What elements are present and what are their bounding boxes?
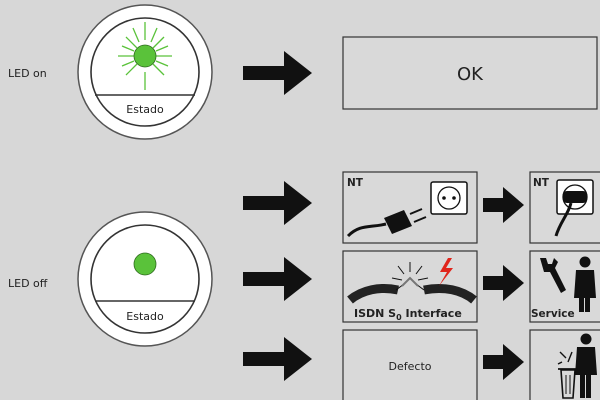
arrow-right-icon [243, 337, 312, 381]
arrow-right-icon [243, 257, 312, 301]
arrow-right-icon [243, 51, 312, 95]
isdn-check-label: ISDN S0 Interface [354, 307, 462, 322]
arrow-right-icon [243, 181, 312, 225]
led-off-indicator: Estado [77, 211, 213, 347]
led-off-label: LED off [8, 277, 48, 290]
led-glow-rays-icon [118, 22, 172, 90]
arrow-right-icon [483, 344, 524, 380]
led-on-indicator: Estado [77, 4, 213, 140]
broken-cable-icon [347, 258, 477, 304]
nt-check-label: NT [347, 177, 364, 189]
arrow-right-icon [483, 265, 524, 301]
defect-label: Defecto [389, 360, 432, 373]
arrow-right-icon [483, 187, 524, 223]
defect-box [342, 329, 478, 400]
led-on-label: LED on [8, 67, 47, 80]
led-inner-ring [90, 224, 200, 334]
plugged-socket-icon [554, 179, 594, 237]
power-plug-icon [346, 181, 468, 238]
ok-result-text: OK [457, 64, 484, 85]
service-result-label: Service [531, 308, 575, 320]
lightning-bolt-icon [439, 258, 453, 286]
led-lit-dot [133, 44, 157, 68]
nt-result-label: NT [533, 177, 550, 189]
trash-disposal-icon [557, 333, 597, 399]
led-off-caption: Estado [126, 310, 164, 323]
ok-result-box [342, 36, 598, 110]
led-unlit-dot [133, 252, 157, 276]
led-on-caption: Estado [126, 103, 164, 116]
service-technician-icon [540, 256, 596, 312]
